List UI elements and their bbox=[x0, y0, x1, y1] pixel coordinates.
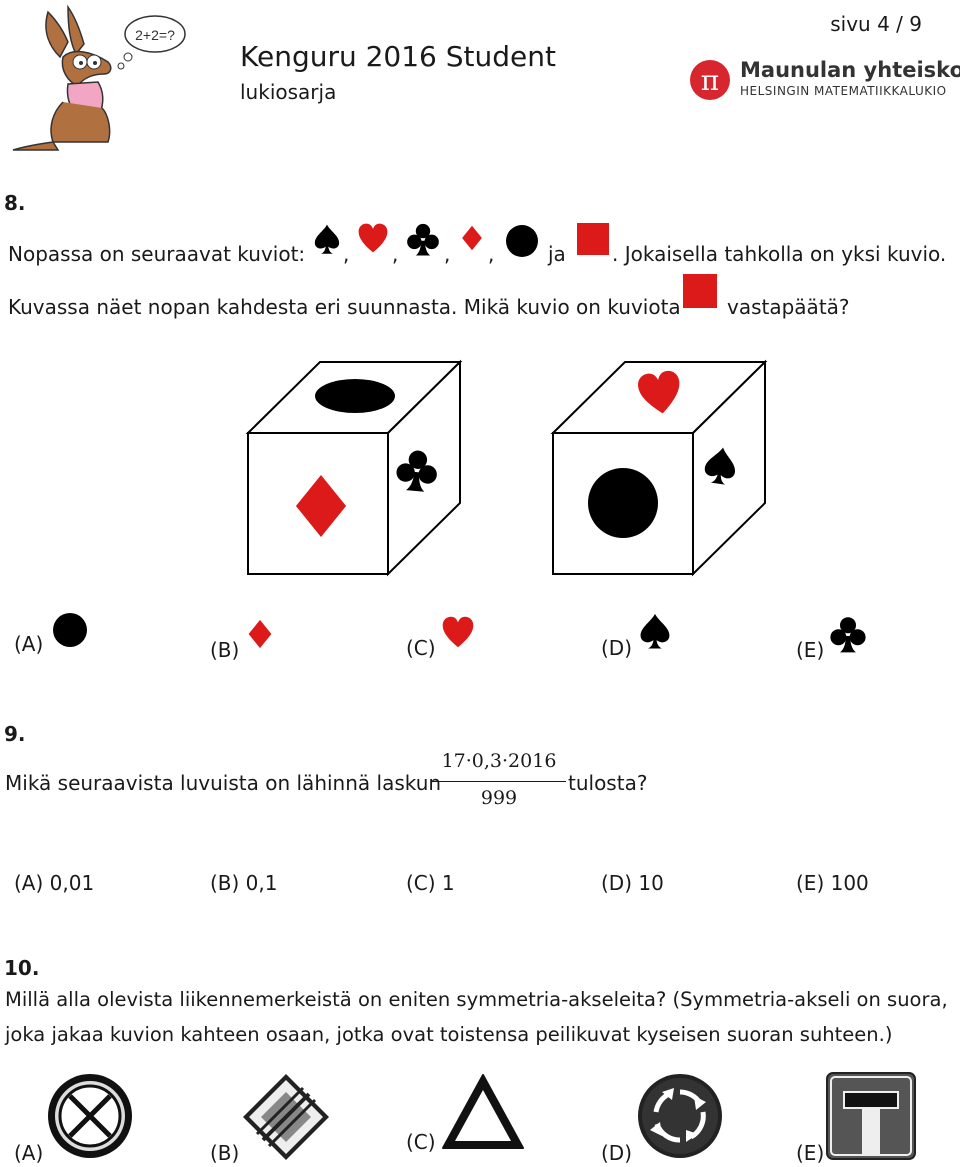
question-10-number: 10. bbox=[4, 956, 40, 980]
question-8-number: 8. bbox=[4, 191, 26, 215]
q10-option-b[interactable]: (B) bbox=[210, 1141, 240, 1165]
diamond-icon bbox=[245, 612, 275, 656]
diamond-icon bbox=[459, 218, 485, 258]
q8-option-a[interactable]: (A) bbox=[14, 632, 44, 656]
page-label: sivu bbox=[830, 12, 871, 36]
q8-line1-end: . Jokaisella tahkolla on yksi kuvio. bbox=[612, 242, 947, 266]
q8-option-e[interactable]: (E) bbox=[796, 638, 825, 662]
school-logo: π bbox=[688, 56, 958, 106]
circle-icon bbox=[505, 224, 539, 258]
circle-icon bbox=[52, 612, 88, 648]
fraction-numerator: 17·0,3·2016 bbox=[441, 750, 557, 772]
q8-line1-start: Nopassa on seuraavat kuviot: bbox=[8, 242, 306, 266]
q10-option-a[interactable]: (A) bbox=[14, 1141, 44, 1165]
fraction-bar bbox=[432, 781, 566, 782]
page-title: Kenguru 2016 Student bbox=[240, 40, 556, 73]
school-subtitle: HELSINGIN MATEMATIIKKALUKIO bbox=[740, 84, 947, 98]
spade-icon bbox=[636, 608, 674, 654]
school-name: Maunulan yhteiskoulu bbox=[740, 58, 960, 82]
q8-sep-3: , bbox=[444, 242, 451, 266]
page-subtitle: lukiosarja bbox=[240, 80, 337, 104]
club-icon bbox=[828, 612, 868, 656]
page-indicator: sivu 4 / 9 bbox=[830, 12, 922, 36]
q8-option-d[interactable]: (D) bbox=[601, 636, 633, 660]
question-9-number: 9. bbox=[4, 722, 26, 746]
kangaroo-mascot: 2+2=? bbox=[8, 2, 188, 152]
die-view-2 bbox=[545, 358, 775, 580]
square-icon bbox=[682, 273, 718, 309]
q9-option-a[interactable]: (A) 0,01 bbox=[14, 871, 95, 895]
fraction-denominator: 999 bbox=[480, 787, 518, 809]
q8-and: ja bbox=[548, 242, 566, 266]
heart-icon bbox=[357, 222, 389, 254]
heart-icon bbox=[441, 614, 475, 650]
q9-fraction: 17·0,3·2016 999 bbox=[432, 750, 566, 814]
q9-text-end: tulosta? bbox=[568, 771, 648, 795]
q9-option-b[interactable]: (B) 0,1 bbox=[210, 871, 278, 895]
q9-option-e[interactable]: (E) 100 bbox=[796, 871, 869, 895]
roundabout-sign-icon bbox=[636, 1072, 724, 1160]
q9-option-d[interactable]: (D) 10 bbox=[601, 871, 664, 895]
yield-triangle-sign-icon bbox=[440, 1072, 526, 1154]
q9-option-c[interactable]: (C) 1 bbox=[406, 871, 455, 895]
q8-sep-1: , bbox=[343, 242, 350, 266]
q8-option-b[interactable]: (B) bbox=[210, 638, 240, 662]
q10-line1: Millä alla olevista liikennemerkeistä on… bbox=[5, 988, 948, 1011]
q8-line2-end: vastapäätä? bbox=[727, 295, 850, 319]
q9-text-start: Mikä seuraavista luvuista on lähinnä las… bbox=[5, 771, 442, 795]
mascot-bubble-text: 2+2=? bbox=[135, 27, 175, 43]
q10-option-e[interactable]: (E) bbox=[796, 1141, 825, 1165]
spade-icon bbox=[311, 220, 343, 258]
page-number: 4 / 9 bbox=[877, 12, 922, 36]
q8-sep-4: , bbox=[488, 242, 495, 266]
q8-option-c[interactable]: (C) bbox=[406, 636, 436, 660]
end-of-priority-road-sign-icon bbox=[241, 1072, 331, 1162]
q8-line2-start: Kuvassa näet nopan kahdesta eri suunnast… bbox=[8, 295, 681, 319]
dead-end-sign-icon bbox=[826, 1072, 916, 1160]
svg-text:π: π bbox=[701, 64, 719, 97]
no-stopping-sign-icon bbox=[46, 1072, 134, 1160]
club-icon bbox=[405, 220, 441, 258]
q10-option-c[interactable]: (C) bbox=[406, 1130, 436, 1154]
q10-option-d[interactable]: (D) bbox=[601, 1141, 633, 1165]
q8-sep-2: , bbox=[392, 242, 399, 266]
die-view-1 bbox=[240, 358, 470, 580]
q10-line2: joka jakaa kuvion kahteen osaan, jotka o… bbox=[5, 1023, 893, 1046]
square-icon bbox=[576, 222, 610, 256]
